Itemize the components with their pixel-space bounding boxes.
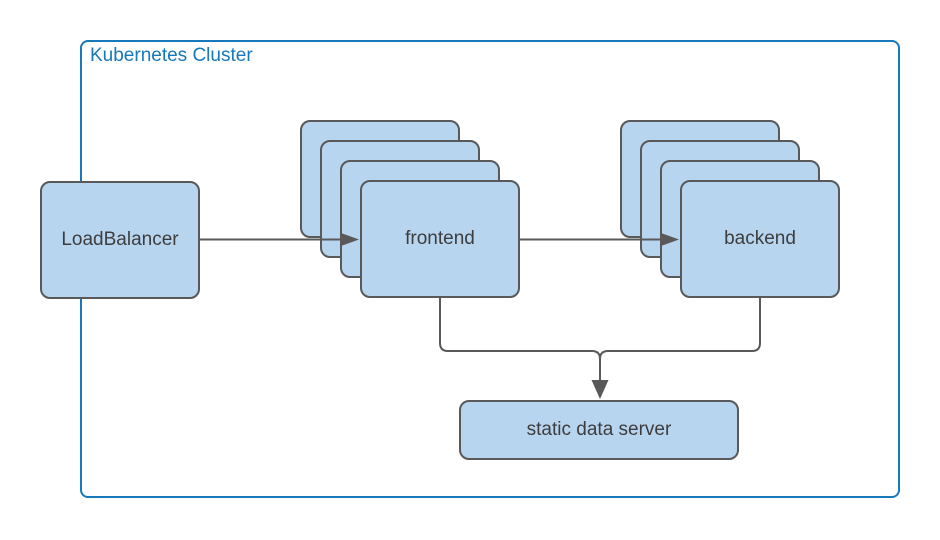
static-data-server-node: static data server bbox=[459, 400, 739, 460]
backend-label: backend bbox=[724, 228, 796, 249]
load-balancer-node: LoadBalancer bbox=[40, 181, 200, 299]
frontend-node: frontend bbox=[360, 180, 520, 298]
frontend-label: frontend bbox=[405, 228, 475, 249]
load-balancer-label: LoadBalancer bbox=[61, 229, 179, 250]
static-data-server-label: static data server bbox=[526, 419, 672, 440]
backend-node: backend bbox=[680, 180, 840, 298]
cluster-label: Kubernetes Cluster bbox=[90, 45, 253, 66]
